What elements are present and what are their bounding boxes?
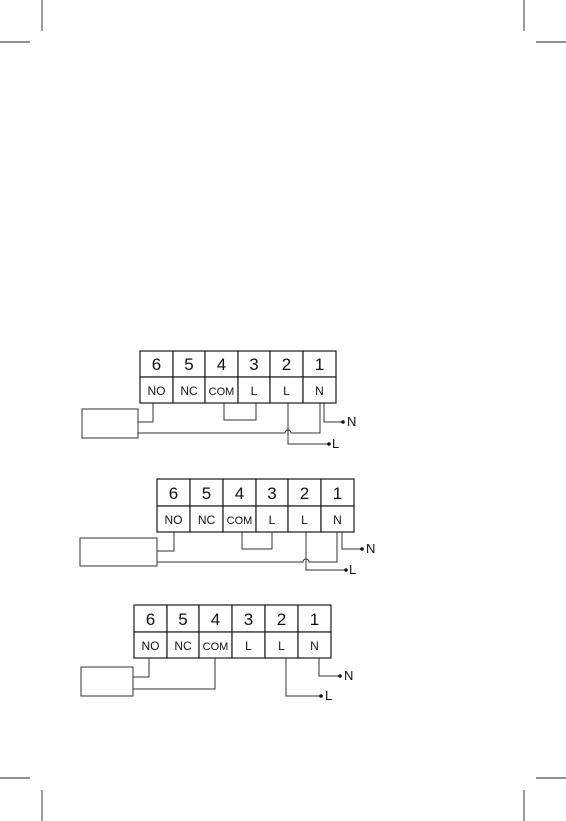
terminal-label: NO [142,639,160,653]
terminal-number: 5 [202,484,211,503]
terminal-number: 4 [235,484,244,503]
terminal-label: L [301,513,308,527]
neutral-terminal-dot [360,547,364,551]
terminal-number: 2 [282,355,291,374]
load-device-box [81,667,133,696]
terminal-label: NC [198,513,216,527]
wire-neutral-supply [324,403,343,422]
supply-live-label: L [349,562,356,577]
wire-load-return [157,532,337,562]
wire-neutral-supply [319,658,340,676]
terminal-number: 2 [277,610,286,629]
supply-neutral-label: N [347,414,356,429]
terminal-block-2: 6 5 4 3 2 1 NO NC COM L L N [157,479,354,532]
terminal-number: 5 [184,355,193,374]
terminal-label: NO [148,384,166,398]
supply-neutral-label: N [344,668,353,683]
terminal-number: 3 [244,610,253,629]
wire-live-supply [288,403,329,444]
terminal-label: L [283,384,290,398]
wire-live-supply [286,658,321,696]
terminal-label: COM [209,386,235,398]
terminal-label: L [251,384,258,398]
load-device-box [80,538,157,566]
terminal-number: 3 [249,355,258,374]
terminal-label: N [310,639,319,653]
wiring-diagram-1: 6 5 4 3 2 1 NO NC COM L L N [82,351,356,451]
wire-no-to-load [133,658,149,677]
terminal-number: 4 [217,355,226,374]
live-terminal-dot [327,442,331,446]
wire-com-to-l-bridge [224,403,256,420]
wiring-1 [138,403,345,446]
wiring-diagram-3: 6 5 4 3 2 1 NO NC COM L L N [81,605,353,703]
terminal-block-1: 6 5 4 3 2 1 NO NC COM L L N [140,351,336,403]
neutral-terminal-dot [338,674,342,678]
terminal-label: NC [180,384,198,398]
load-device-box [82,409,138,438]
wire-neutral-supply [342,532,362,549]
supply-neutral-label: N [366,541,375,556]
terminal-number: 1 [310,610,319,629]
terminal-label: L [269,513,276,527]
terminal-number: 4 [211,610,220,629]
wire-load-return [138,403,320,433]
wire-no-to-load [157,532,174,551]
terminal-label: NC [174,639,192,653]
terminal-block-3: 6 5 4 3 2 1 NO NC COM L L N [134,605,331,658]
live-terminal-dot [319,694,323,698]
terminal-label: COM [203,641,229,653]
wire-live-supply [306,532,346,570]
terminal-label: N [315,384,324,398]
terminal-label: NO [165,513,183,527]
supply-live-label: L [325,688,332,703]
terminal-label: N [333,513,342,527]
wire-com-to-load [133,658,215,689]
terminal-number: 5 [178,610,187,629]
wire-no-to-load [138,403,153,422]
live-terminal-dot [344,568,348,572]
wiring-3 [133,658,342,698]
wire-com-to-l-bridge [242,532,272,549]
terminal-number: 2 [300,484,309,503]
terminal-label: COM [227,515,253,527]
terminal-label: L [278,639,285,653]
terminal-number: 1 [315,355,324,374]
terminal-label: L [245,639,252,653]
terminal-number: 6 [169,484,178,503]
supply-live-label: L [332,436,339,451]
terminal-number: 1 [333,484,342,503]
wiring-2 [157,532,364,572]
terminal-number: 6 [152,355,161,374]
terminal-number: 6 [146,610,155,629]
neutral-terminal-dot [341,420,345,424]
wiring-diagram-2: 6 5 4 3 2 1 NO NC COM L L N [80,479,375,577]
terminal-number: 3 [267,484,276,503]
